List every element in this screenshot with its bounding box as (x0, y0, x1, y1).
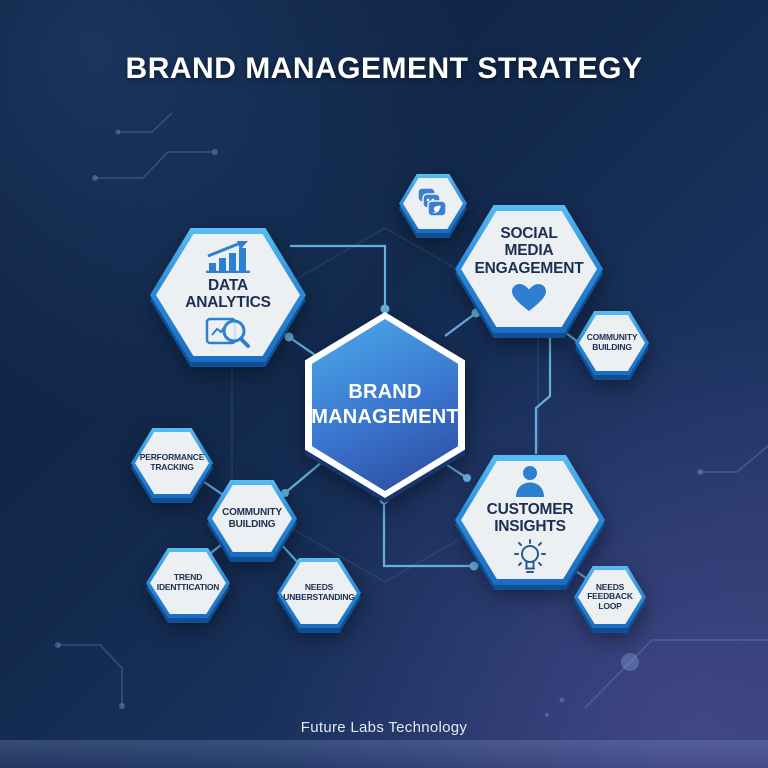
node-needs-understanding: NEEDS UNBERSTANDING (277, 558, 361, 633)
bottom-accent-band (0, 740, 768, 768)
node-data-analytics: DATA ANALYTICS (150, 228, 306, 367)
node-label: CUSTOMER INSIGHTS (486, 500, 574, 535)
node-label: TREND IDENTTICATION (156, 572, 220, 592)
node-label: SOCIAL MEDIA ENGAGEMENT (474, 224, 584, 277)
node-brand-management: BRAND MANAGEMENT (305, 312, 465, 503)
connector-edges (196, 244, 587, 579)
node-label: BRAND MANAGEMENT (311, 381, 459, 428)
bar-chart-growth-icon (206, 240, 250, 273)
node-label: NEEDS FEEDBACK LOOP (587, 581, 633, 611)
node-label: PERFORMANCE TRACKING (139, 452, 205, 472)
person-icon (516, 465, 544, 497)
node-performance-tracking: PERFORMANCE TRACKING (131, 428, 213, 503)
lightbulb-icon (514, 539, 546, 574)
page-title: BRAND MANAGEMENT STRATEGY (125, 52, 643, 85)
node-community-building-right: COMMUNITY BUILDING (575, 311, 649, 380)
node-social-media-engagement: SOCIAL MEDIA ENGAGEMENT (455, 205, 603, 338)
node-label: NEEDS UNBERSTANDING (283, 582, 355, 602)
footer-brand: Future Labs Technology (300, 719, 468, 736)
node-needs-feedback-loop: NEEDS FEEDBACK LOOP (574, 566, 646, 633)
node-label: COMMUNITY BUILDING (586, 332, 638, 352)
node-social-badge (399, 174, 467, 238)
node-label: COMMUNITY BUILDING (222, 507, 282, 530)
social-bubbles-icon (417, 186, 447, 217)
circuit-dots (55, 129, 703, 717)
magnifier-chart-icon (205, 318, 250, 349)
node-community-building-left: COMMUNITY BUILDING (207, 480, 297, 562)
node-customer-insights: CUSTOMER INSIGHTS (455, 455, 605, 590)
heart-icon (512, 284, 546, 312)
circuit-traces (58, 112, 768, 709)
node-trend-identification: TREND IDENTTICATION (146, 548, 230, 623)
node-label: DATA ANALYTICS (185, 276, 271, 311)
